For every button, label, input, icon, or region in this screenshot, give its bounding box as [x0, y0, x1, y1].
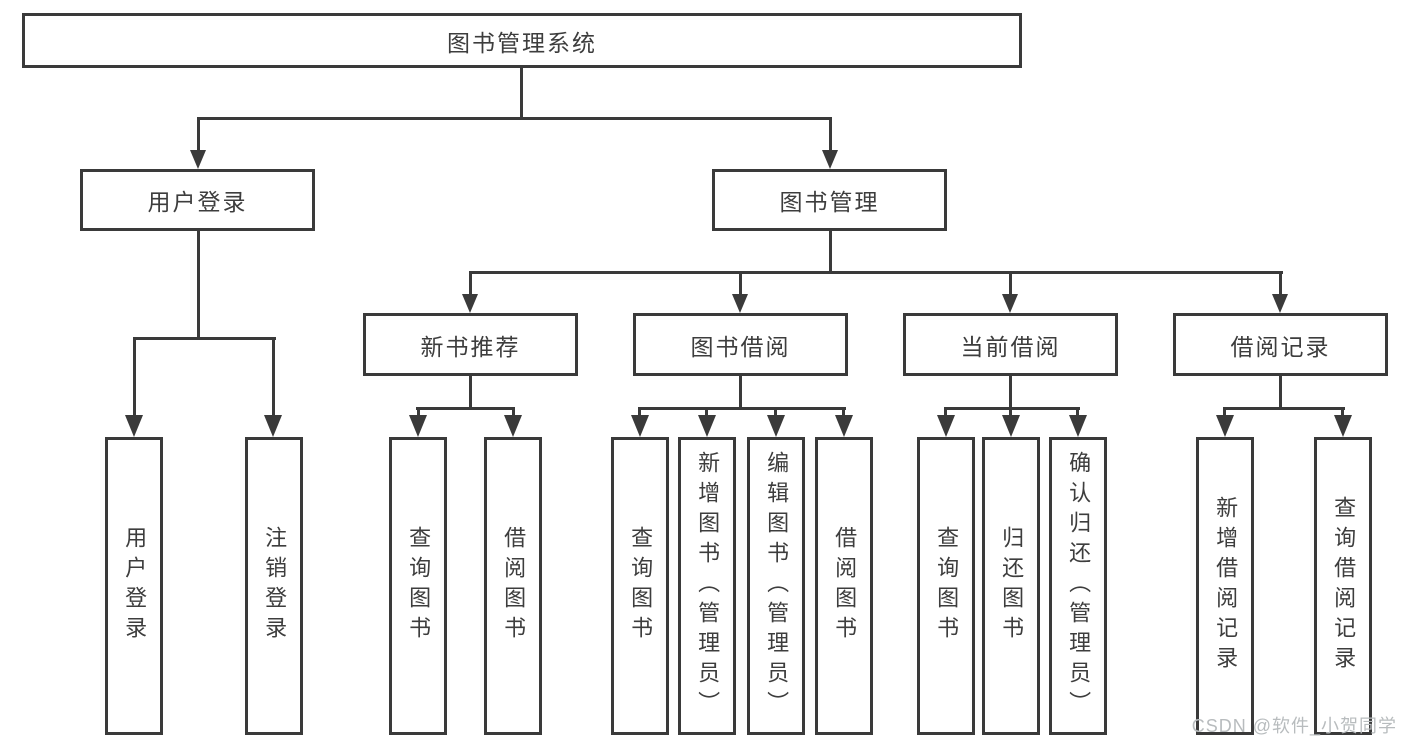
node-label: 查询图书 — [934, 526, 960, 646]
arrow-down-icon — [631, 415, 649, 437]
connector-line — [520, 66, 523, 119]
node-leaf-edit-books-admin: 编辑图书（管理员） — [747, 437, 805, 735]
node-user-login: 用户登录 — [80, 169, 315, 231]
arrow-down-icon — [767, 415, 785, 437]
connector-line — [638, 407, 846, 410]
node-label: 新书推荐 — [420, 333, 521, 360]
node-current-borrowing: 当前借阅 — [903, 313, 1118, 376]
connector-line — [469, 271, 472, 296]
arrow-down-icon — [937, 415, 955, 437]
node-leaf-add-books-admin: 新增图书（管理员） — [678, 437, 736, 735]
connector-line — [1279, 271, 1282, 296]
node-label: 确认归还（管理员） — [1066, 451, 1092, 721]
node-label: 图书借阅 — [690, 333, 791, 360]
connector-line — [469, 271, 1283, 274]
node-label: 借阅图书 — [832, 526, 858, 646]
arrow-down-icon — [409, 415, 427, 437]
connector-line — [1279, 374, 1282, 409]
arrow-down-icon — [1069, 415, 1087, 437]
connector-line — [469, 374, 472, 409]
connector-line — [417, 407, 420, 417]
node-library-system: 图书管理系统 — [22, 13, 1022, 68]
arrow-down-icon — [698, 415, 716, 437]
connector-line — [416, 407, 515, 410]
node-label: 借阅记录 — [1230, 333, 1331, 360]
node-leaf-borrow-books: 借阅图书 — [815, 437, 873, 735]
connector-line — [774, 407, 777, 417]
node-new-book-recommend: 新书推荐 — [363, 313, 578, 376]
node-leaf-query-books-borrow: 查询图书 — [611, 437, 669, 735]
arrow-down-icon — [1216, 415, 1234, 437]
connector-line — [197, 117, 832, 120]
node-leaf-return-books: 归还图书 — [982, 437, 1040, 735]
node-label: 新增借阅记录 — [1213, 496, 1239, 676]
node-label: 注销登录 — [262, 526, 288, 646]
arrow-down-icon — [1334, 415, 1352, 437]
node-book-borrowing: 图书借阅 — [633, 313, 848, 376]
node-label: 归还图书 — [999, 526, 1025, 646]
arrow-down-icon — [835, 415, 853, 437]
csdn-watermark: CSDN @软件_小贺同学 — [1191, 716, 1397, 736]
connector-line — [133, 337, 136, 417]
connector-line — [739, 374, 742, 409]
connector-line — [1009, 271, 1012, 296]
node-label: 图书管理系统 — [447, 29, 597, 56]
node-leaf-query-books-recommend: 查询图书 — [389, 437, 447, 735]
node-label: 查询借阅记录 — [1331, 496, 1357, 676]
node-label: 查询图书 — [628, 526, 654, 646]
node-label: 图书管理 — [779, 189, 880, 215]
connector-line — [1009, 374, 1012, 409]
connector-line — [944, 407, 947, 417]
connector-line — [272, 337, 275, 417]
node-borrowing-records: 借阅记录 — [1173, 313, 1388, 376]
node-leaf-query-borrow-record: 查询借阅记录 — [1314, 437, 1372, 735]
connector-line — [944, 407, 1080, 410]
connector-line — [829, 117, 832, 153]
connector-line — [1223, 407, 1226, 417]
arrow-down-icon — [462, 294, 478, 313]
node-leaf-query-books-current: 查询图书 — [917, 437, 975, 735]
node-leaf-user-login: 用户登录 — [105, 437, 163, 735]
connector-line — [638, 407, 641, 417]
connector-line — [842, 407, 845, 417]
connector-line — [1341, 407, 1344, 417]
connector-line — [1009, 407, 1012, 417]
connector-line — [829, 229, 832, 273]
node-label: 借阅图书 — [501, 526, 527, 646]
node-leaf-borrow-books-recommend: 借阅图书 — [484, 437, 542, 735]
node-label: 查询图书 — [406, 526, 432, 646]
connector-line — [1223, 407, 1345, 410]
connector-line — [1076, 407, 1079, 417]
node-leaf-confirm-return-admin: 确认归还（管理员） — [1049, 437, 1107, 735]
arrow-down-icon — [190, 150, 206, 169]
connector-line — [739, 271, 742, 296]
connector-line — [705, 407, 708, 417]
arrow-down-icon — [1002, 294, 1018, 313]
arrow-down-icon — [504, 415, 522, 437]
arrow-down-icon — [264, 415, 282, 437]
arrow-down-icon — [732, 294, 748, 313]
arrow-down-icon — [1272, 294, 1288, 313]
connector-line — [197, 229, 200, 339]
node-label: 编辑图书（管理员） — [764, 451, 790, 721]
node-book-management: 图书管理 — [712, 169, 947, 231]
node-label: 当前借阅 — [960, 333, 1061, 360]
node-label: 新增图书（管理员） — [695, 451, 721, 721]
node-label: 用户登录 — [122, 526, 148, 646]
node-leaf-logout: 注销登录 — [245, 437, 303, 735]
connector-line — [512, 407, 515, 417]
arrow-down-icon — [125, 415, 143, 437]
arrow-down-icon — [1002, 415, 1020, 437]
connector-line — [197, 117, 200, 153]
arrow-down-icon — [822, 150, 838, 169]
node-label: 用户登录 — [147, 189, 248, 215]
node-leaf-add-borrow-record: 新增借阅记录 — [1196, 437, 1254, 735]
connector-line — [133, 337, 276, 340]
